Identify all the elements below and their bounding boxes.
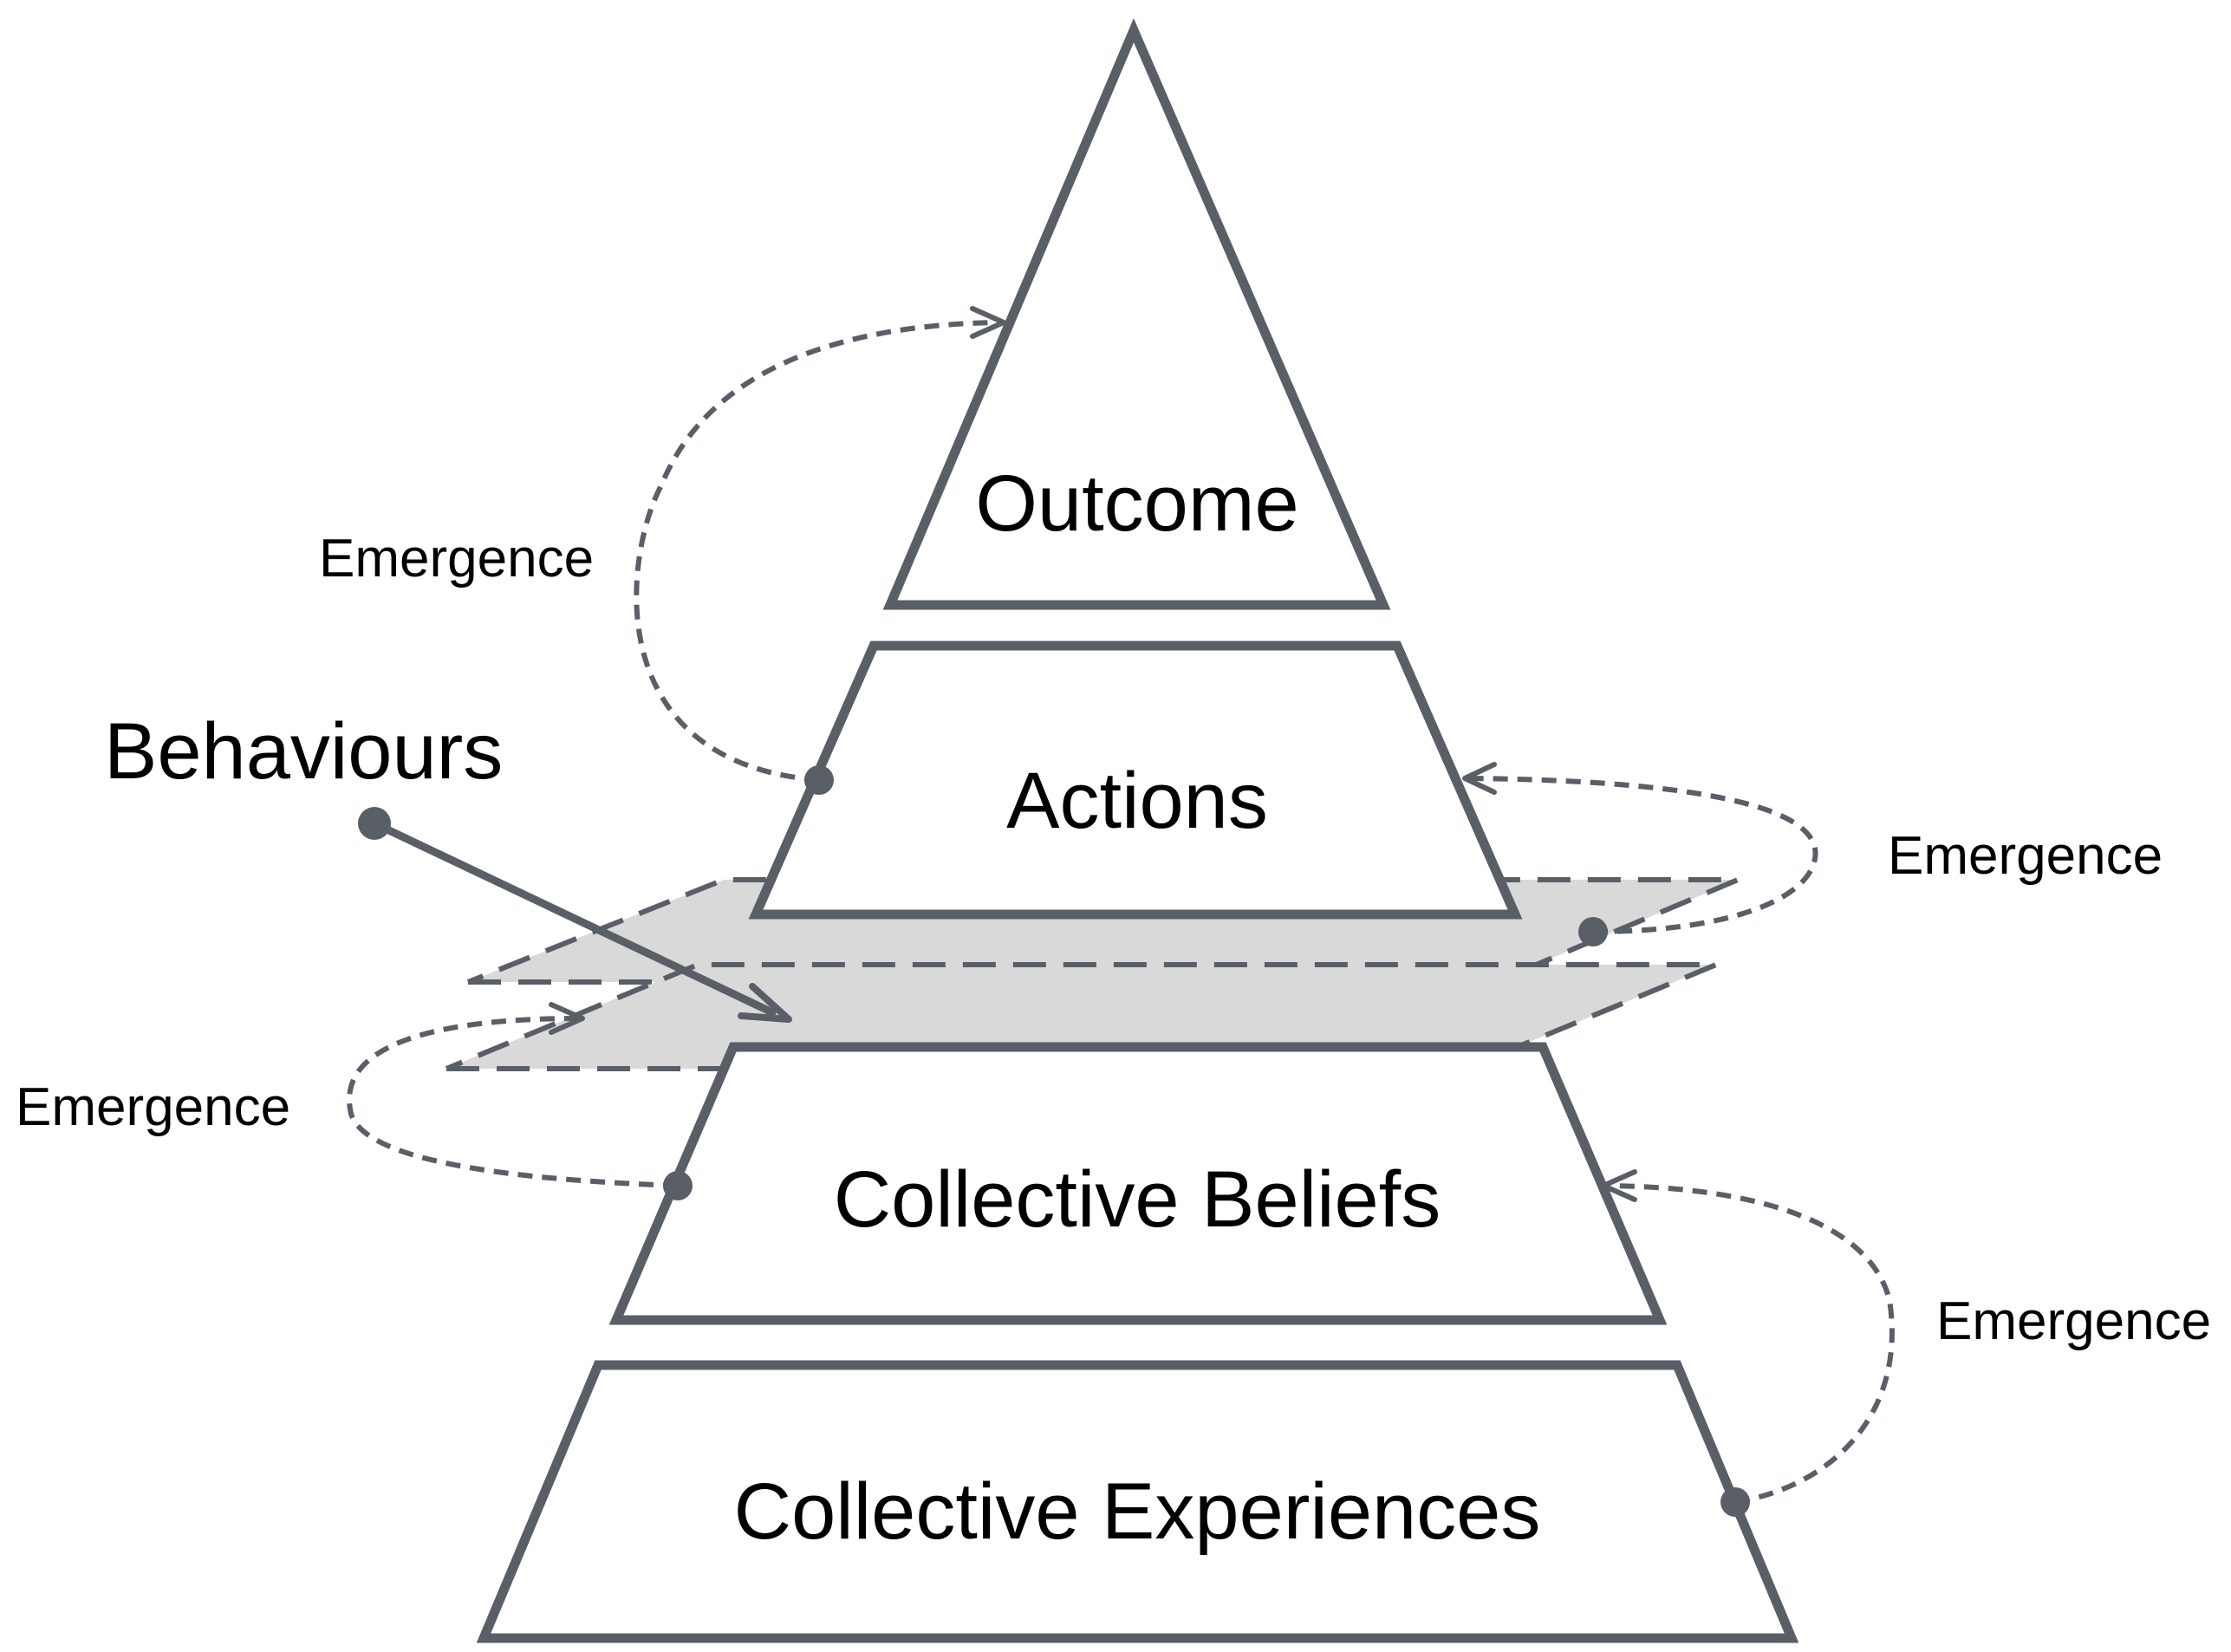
emergence-origin-dot xyxy=(1578,917,1608,946)
collective-beliefs-layer xyxy=(608,1042,1668,1325)
emergence-label-middle-left: Emergence xyxy=(16,1077,290,1137)
emergence-origin-dot xyxy=(804,765,834,795)
behaviours-origin-dot xyxy=(358,807,391,840)
actions-label: Actions xyxy=(1006,757,1268,845)
emergence-origin-dot xyxy=(1720,1487,1750,1517)
outcome-label: Outcome xyxy=(975,459,1298,548)
outcome-layer xyxy=(882,18,1391,610)
arrow-head-icon xyxy=(1462,762,1497,795)
arrow-head-icon xyxy=(970,306,1006,339)
emergence-label-bottom-right: Emergence xyxy=(1936,1291,2211,1351)
emergence-loop-actions-to-outcome xyxy=(634,306,1006,795)
emergence-origin-dot xyxy=(663,1171,693,1200)
collective-experiences-label: Collective Experiences xyxy=(734,1467,1541,1556)
collective-experiences-layer xyxy=(476,1360,1799,1643)
behaviours-label: Behaviours xyxy=(104,707,503,796)
emergence-loop-behaviours-to-actions xyxy=(1462,762,1818,946)
arrow-head-icon xyxy=(738,983,792,1023)
arrow-head-icon xyxy=(1601,1169,1637,1202)
actions-layer xyxy=(748,641,1523,920)
emergence-loop-beliefs-to-behaviours xyxy=(347,1002,693,1200)
arrow-head-icon xyxy=(549,1002,585,1035)
pyramid xyxy=(476,18,1799,1643)
emergence-label-top-left: Emergence xyxy=(319,529,594,589)
collective-beliefs-label: Collective Beliefs xyxy=(834,1155,1441,1244)
emergence-label-middle-right: Emergence xyxy=(1888,826,2163,886)
behaviours-pointer xyxy=(358,807,792,1023)
emergence-loop-experiences-to-beliefs xyxy=(1601,1169,1895,1517)
